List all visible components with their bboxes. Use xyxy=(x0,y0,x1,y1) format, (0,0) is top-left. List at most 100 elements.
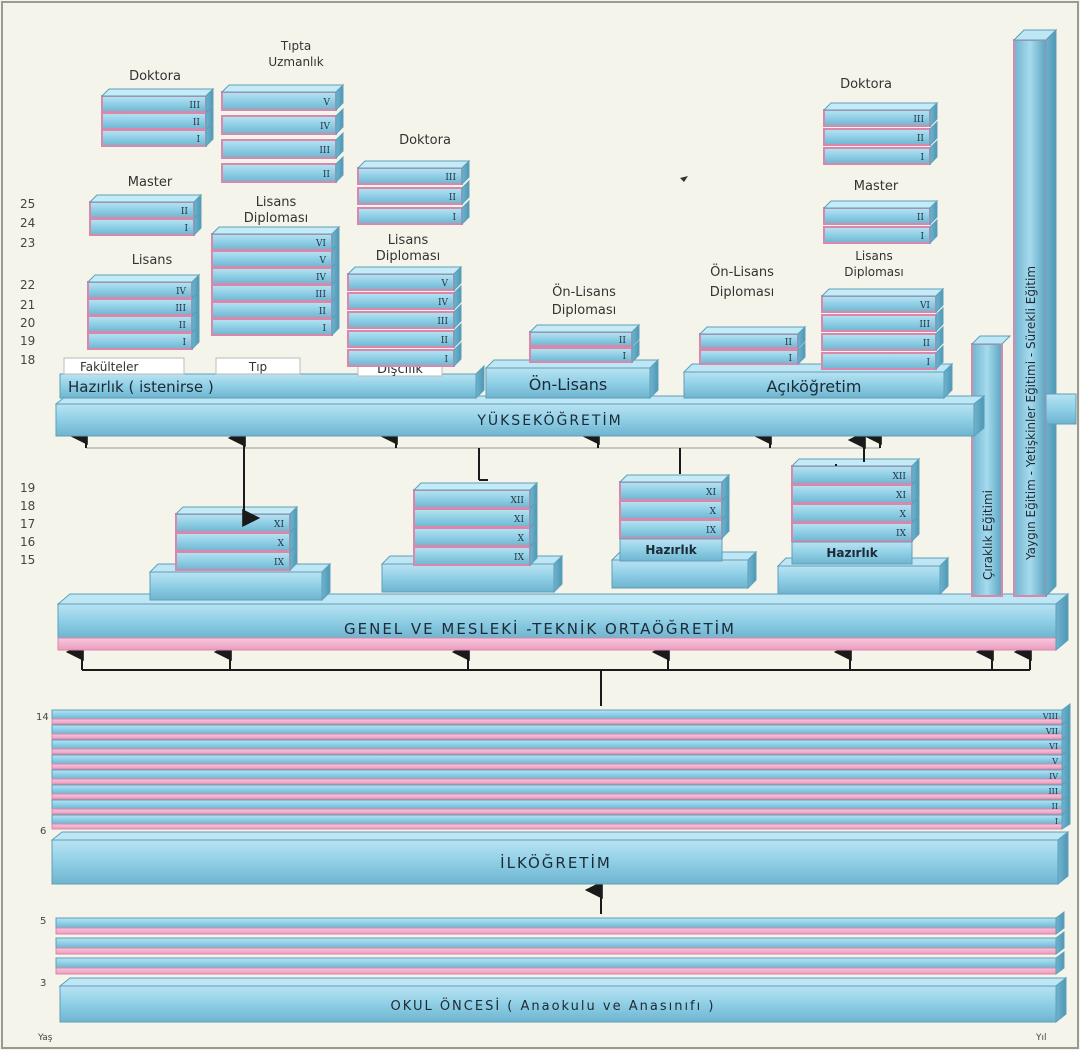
preschool-layer-side-2 xyxy=(1055,931,1065,955)
primary-level-7: II xyxy=(1052,802,1058,811)
secondary-school-3-footer-label: Hazırlık xyxy=(645,543,697,557)
primary-to-secondary-connector xyxy=(65,643,1032,706)
primary-layer-pink-8 xyxy=(51,823,1063,830)
primary-title: İLKÖĞRETİM xyxy=(500,853,612,872)
associate-stack-side xyxy=(631,339,640,364)
age-16: 16 xyxy=(20,535,35,549)
dentistry-diploma-stack-side xyxy=(453,322,462,349)
faculties-lisans-stack-level-1: IV xyxy=(176,287,187,297)
faculties-master-stack-top xyxy=(88,194,203,203)
dentistry-doctorate-stack-top xyxy=(356,160,471,169)
primary-layer-5 xyxy=(51,769,1063,780)
dentistry-doctorate-stack-level-1: III xyxy=(445,173,456,183)
medicine-diploma-stack-level-6: I xyxy=(322,324,326,334)
secondary-school-1-box xyxy=(175,532,291,552)
open-associate-stack-box xyxy=(699,349,799,365)
secondary-school-4-side xyxy=(911,476,920,505)
open-associate-stack: III xyxy=(698,325,807,366)
open-associate-stack-side xyxy=(797,341,806,366)
age-17: 17 xyxy=(20,517,35,531)
open-lisans-label-2: Diploması xyxy=(844,265,904,279)
primary-level-4: V xyxy=(1051,757,1058,766)
dentistry-doctorate-stack-side xyxy=(461,159,470,186)
axis-caption-age: Yaş xyxy=(37,1033,53,1043)
faculties-doctorate-stack-side xyxy=(205,104,214,131)
secondary-school-1-level-3: IX xyxy=(274,558,285,568)
primary-layer-pink-2 xyxy=(51,733,1063,740)
faculties-lisans-stack-side xyxy=(191,307,200,334)
dentistry-diploma-stack-side xyxy=(453,284,462,311)
dentistry-diploma-stack-level-3: III xyxy=(437,317,448,327)
faculties-master-stack-level-1: II xyxy=(181,207,189,217)
open-lisans-stack-level-4: I xyxy=(926,358,930,368)
primary-level-5: IV xyxy=(1049,772,1058,781)
medicine-specialty-label-1: Tıpta xyxy=(280,39,311,53)
associate-diploma-label-1: Ön-Lisans xyxy=(552,283,616,300)
age-5: 5 xyxy=(40,916,46,927)
open-master-stack-side xyxy=(929,218,938,245)
open-doctorate-stack-level-3: I xyxy=(920,153,924,163)
faculties-lisans-stack-level-3: II xyxy=(179,321,187,331)
adult-education-bar-side xyxy=(1045,28,1057,598)
faculties-lisans-stack-box xyxy=(87,332,193,350)
open-associate-stack-box xyxy=(699,333,799,349)
medicine-diploma-stack-top xyxy=(210,226,341,235)
adult-education-label: Yaygın Eğitim - Yetişkinler Eğitimi - Sü… xyxy=(1024,266,1038,561)
medicine-specialty-stack-side xyxy=(335,155,344,184)
dentistry-doctorate-stack-level-3: I xyxy=(452,213,456,223)
age-18b: 18 xyxy=(20,499,35,513)
medicine-specialty-stack-side xyxy=(335,131,344,160)
medicine-diploma-stack-box xyxy=(211,301,333,319)
primary-level-6: III xyxy=(1049,787,1058,796)
dentistry-diploma-stack-level-5: I xyxy=(444,355,448,365)
faculties-master-stack-side xyxy=(193,210,202,237)
dentistry-diploma-stack-top xyxy=(346,266,463,275)
primary-layer-pink-4 xyxy=(51,763,1063,770)
higher-education-section: YÜKSEKÖĞRETİM Hazırlık ( istenirse ) Ön-… xyxy=(54,39,1077,438)
prep-label: Hazırlık ( istenirse ) xyxy=(68,378,214,396)
secondary-school-4-box xyxy=(791,522,913,542)
secondary-school-1-box xyxy=(175,551,291,571)
primary-layer-7 xyxy=(51,799,1063,810)
primary-layer-pink-3 xyxy=(51,748,1063,755)
medicine-diploma-stack-box xyxy=(211,318,333,336)
open-doctorate-stack-side xyxy=(929,101,938,128)
dentistry-diploma-stack-box xyxy=(347,330,455,348)
medicine-specialty-stack-level-2: IV xyxy=(320,122,331,132)
associate-slab xyxy=(485,367,651,399)
dentistry-doctorate-stack-box xyxy=(357,187,463,205)
medicine-specialty-stack-side xyxy=(335,107,344,136)
faculties-master-stack-side xyxy=(193,193,202,220)
secondary-title: GENEL VE MESLEKİ -TEKNİK ORTAÖĞRETİM xyxy=(344,619,736,638)
age-22: 22 xyxy=(20,278,35,292)
medicine-diploma-stack-box xyxy=(211,284,333,302)
adult-education-bar xyxy=(1013,39,1047,597)
primary-layer-6 xyxy=(51,784,1063,795)
faculties-master-stack-level-2: I xyxy=(184,224,188,234)
primary-level-2: VII xyxy=(1045,727,1058,736)
open-lisans-stack-side xyxy=(935,287,944,314)
medicine-diploma-stack-side xyxy=(331,225,340,252)
open-doctorate-stack-side xyxy=(929,120,938,147)
secondary-school-3-level-2: X xyxy=(710,507,717,517)
secondary-school-1-level-1: XI xyxy=(274,520,284,530)
secondary-school-1-level-2: X xyxy=(278,539,285,549)
primary-layer-pink-6 xyxy=(51,793,1063,800)
open-lisans-stack-side xyxy=(935,325,944,352)
adult-education-column: Yaygın Eğitim - Yetişkinler Eğitimi - Sü… xyxy=(1012,28,1058,598)
age-15: 15 xyxy=(20,553,35,567)
faculties-master-label: Master xyxy=(128,175,173,190)
preschool-layer-pink-2 xyxy=(55,947,1057,955)
open-lisans-label-1: Lisans xyxy=(855,249,892,263)
primary-layer-1 xyxy=(51,709,1063,720)
medicine-diploma-stack-box xyxy=(211,250,333,268)
dentistry-doctorate-label: Doktora xyxy=(399,133,451,148)
secondary-slab-pink xyxy=(57,637,1057,651)
secondary-school-2-side xyxy=(529,500,538,529)
